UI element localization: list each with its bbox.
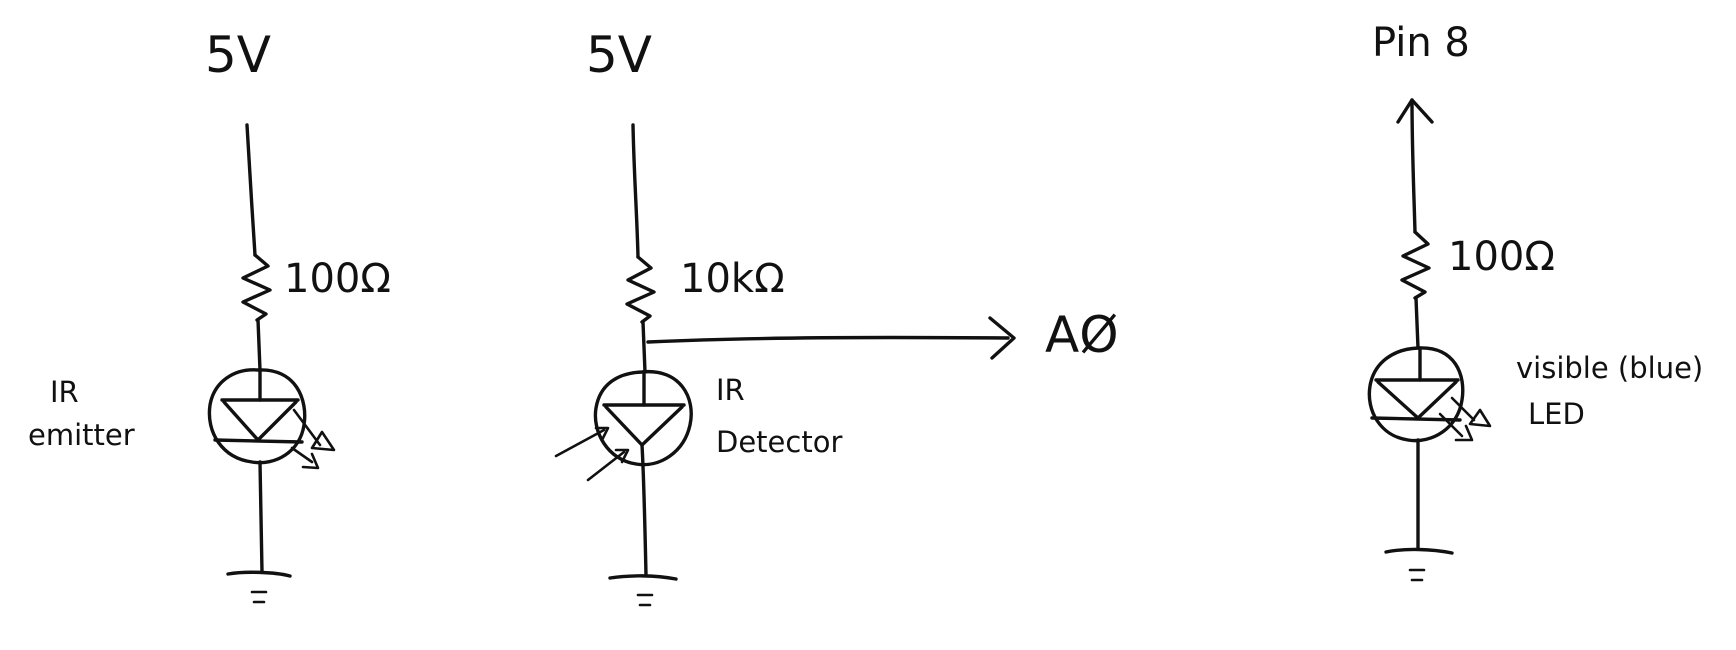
led-ground-line — [1384, 547, 1454, 555]
detector-light-arrow-1 — [554, 428, 606, 458]
emitter-supply-wire — [245, 123, 257, 257]
led-pin-label: Pin 8 — [1372, 20, 1470, 66]
emitter-ground-wire — [258, 460, 264, 574]
emitter-supply-label: 5V — [205, 26, 271, 84]
emitter-resistor-symbol — [241, 253, 272, 322]
led-light-arrow-2 — [1438, 412, 1464, 438]
ir-emitter-circuit: 5V 100Ω IR emitter — [28, 26, 391, 604]
detector-phototransistor-symbol — [554, 370, 693, 482]
led-resistor-symbol — [1400, 230, 1431, 300]
detector-supply-label: 5V — [586, 26, 652, 84]
blue-led-circuit: Pin 8 100Ω visible (blue) LED — [1367, 20, 1703, 582]
emitter-label-line2: emitter — [28, 418, 135, 452]
detector-label-line2: Detector — [716, 425, 842, 459]
detector-ground-line — [608, 574, 678, 581]
detector-light-arrow-2 — [586, 450, 626, 482]
detector-output-wire — [646, 335, 1010, 344]
led-ground-icon — [1384, 547, 1454, 582]
led-pin-arrowhead — [1396, 98, 1434, 124]
detector-resistor-lead — [641, 320, 647, 374]
led-light-arrow-1 — [1450, 396, 1476, 422]
led-resistor-lead — [1414, 296, 1420, 350]
detector-resistor-label: 10kΩ — [680, 256, 785, 302]
blue-led-symbol — [1367, 346, 1492, 443]
detector-ground-wire — [640, 443, 648, 577]
detector-output-label: AØ — [1045, 306, 1119, 364]
emitter-led-symbol — [207, 368, 336, 470]
led-supply-wire — [1410, 98, 1417, 234]
detector-ground-icon — [608, 574, 678, 607]
emitter-ground-icon — [226, 570, 292, 604]
emitter-resistor-lead — [256, 318, 262, 372]
ir-detector-circuit: 5V 10kΩ AØ IR Detector — [554, 26, 1119, 607]
detector-label-line1: IR — [716, 373, 745, 407]
emitter-resistor-label: 100Ω — [284, 256, 391, 302]
detector-supply-wire — [631, 123, 640, 259]
detector-output-arrowhead — [988, 316, 1016, 360]
led-label-line2: LED — [1528, 397, 1585, 431]
emitter-label-line1: IR — [50, 375, 79, 409]
led-resistor-label: 100Ω — [1448, 234, 1555, 280]
emitter-light-arrow-1 — [292, 408, 322, 447]
emitter-light-arrow-2 — [290, 446, 314, 464]
led-label-line1: visible (blue) — [1516, 351, 1703, 385]
detector-resistor-symbol — [625, 255, 656, 324]
